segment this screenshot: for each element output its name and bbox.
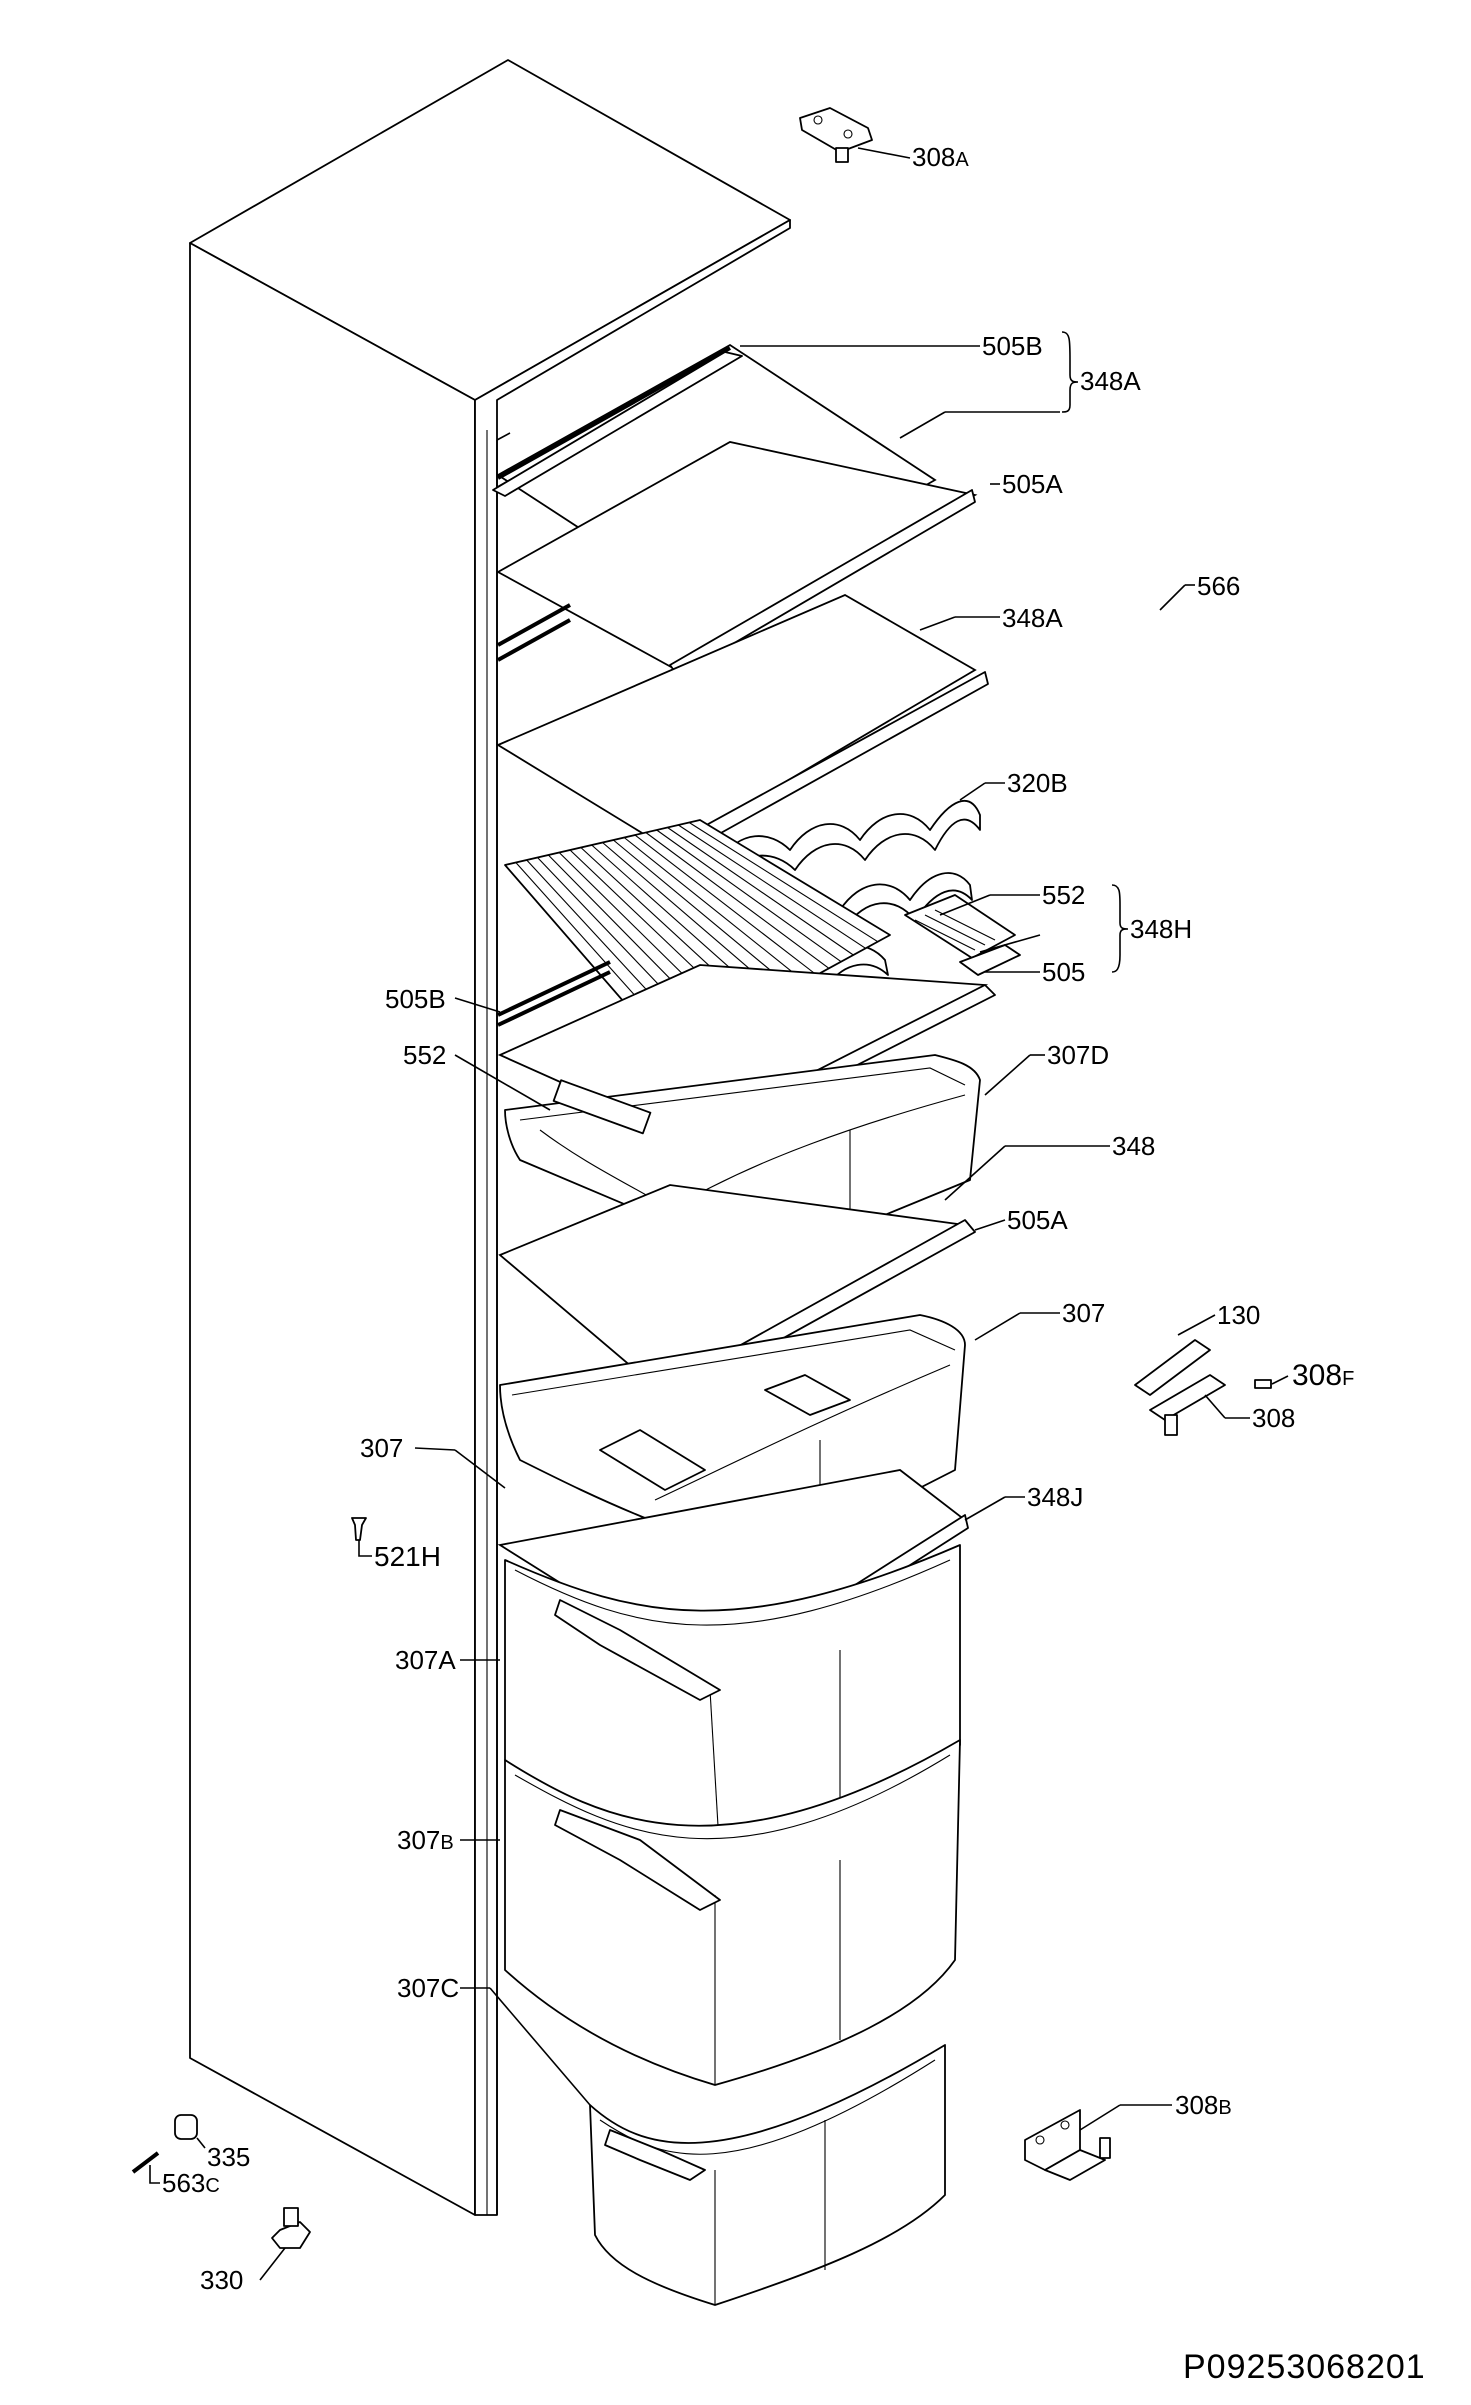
- label-308: 308: [1252, 1403, 1295, 1433]
- wire-rod: [656, 829, 842, 963]
- drawer-307b: [504, 1739, 961, 2086]
- wire-rod: [667, 827, 854, 956]
- label-566: 566: [1197, 571, 1240, 601]
- wire-rod: [688, 822, 879, 943]
- label-348: 348: [1112, 1131, 1155, 1161]
- document-id: P09253068201: [1183, 2348, 1426, 2386]
- label-307-left: 307: [360, 1433, 403, 1463]
- cabinet: [189, 59, 791, 2216]
- label-348j: 348J: [1027, 1482, 1083, 1512]
- label-320b: 320B: [1007, 768, 1068, 798]
- label-307b: 307B: [397, 1825, 454, 1855]
- label-348h: 348H: [1130, 914, 1192, 944]
- label-348a-top: 348A: [1080, 366, 1141, 396]
- label-307-right: 307: [1062, 1298, 1105, 1328]
- label-330: 330: [200, 2265, 243, 2295]
- middle-hinge: [1134, 1339, 1272, 1436]
- label-505a-top: 505A: [1002, 469, 1063, 499]
- label-552-upper: 552: [1042, 880, 1085, 910]
- label-307c: 307C: [397, 1973, 459, 2003]
- label-348a-second: 348A: [1002, 603, 1063, 633]
- wire-rod: [634, 834, 818, 976]
- wire-rod: [678, 824, 866, 949]
- label-505b-top: 505B: [982, 331, 1043, 361]
- glass-shelf-upper-2: [496, 441, 978, 677]
- drawer-307c: [589, 2044, 946, 2306]
- label-563c: 563C: [162, 2168, 220, 2198]
- label-521h: 521H: [374, 1541, 441, 1572]
- label-308f: 308F: [1292, 1359, 1354, 1392]
- label-130: 130: [1217, 1300, 1260, 1330]
- callout-labels: 308A 505B 348A 505A 566 348A 320B 552 34…: [162, 142, 1354, 2295]
- wire-rod: [612, 839, 793, 989]
- foot-parts: [131, 2114, 311, 2249]
- label-335: 335: [207, 2142, 250, 2172]
- label-505b-left: 505B: [385, 984, 446, 1014]
- label-552-left: 552: [403, 1040, 446, 1070]
- glass-shelf-348h-parts: [904, 894, 1021, 976]
- label-308b: 308B: [1175, 2090, 1232, 2120]
- glass-shelf-348a: [496, 593, 989, 859]
- label-307a: 307A: [395, 1645, 456, 1675]
- wire-rod: [645, 832, 830, 969]
- label-505a-lower: 505A: [1007, 1205, 1068, 1235]
- label-308a: 308A: [912, 142, 969, 172]
- leader-lines: [149, 147, 1289, 2281]
- screw-521h: [351, 1517, 367, 1541]
- top-hinge: [799, 107, 873, 163]
- label-307d: 307D: [1047, 1040, 1109, 1070]
- drawer-307a: [504, 1544, 961, 1861]
- label-505: 505: [1042, 957, 1085, 987]
- wire-rod: [623, 837, 805, 983]
- bottom-hinge: [1024, 2109, 1111, 2181]
